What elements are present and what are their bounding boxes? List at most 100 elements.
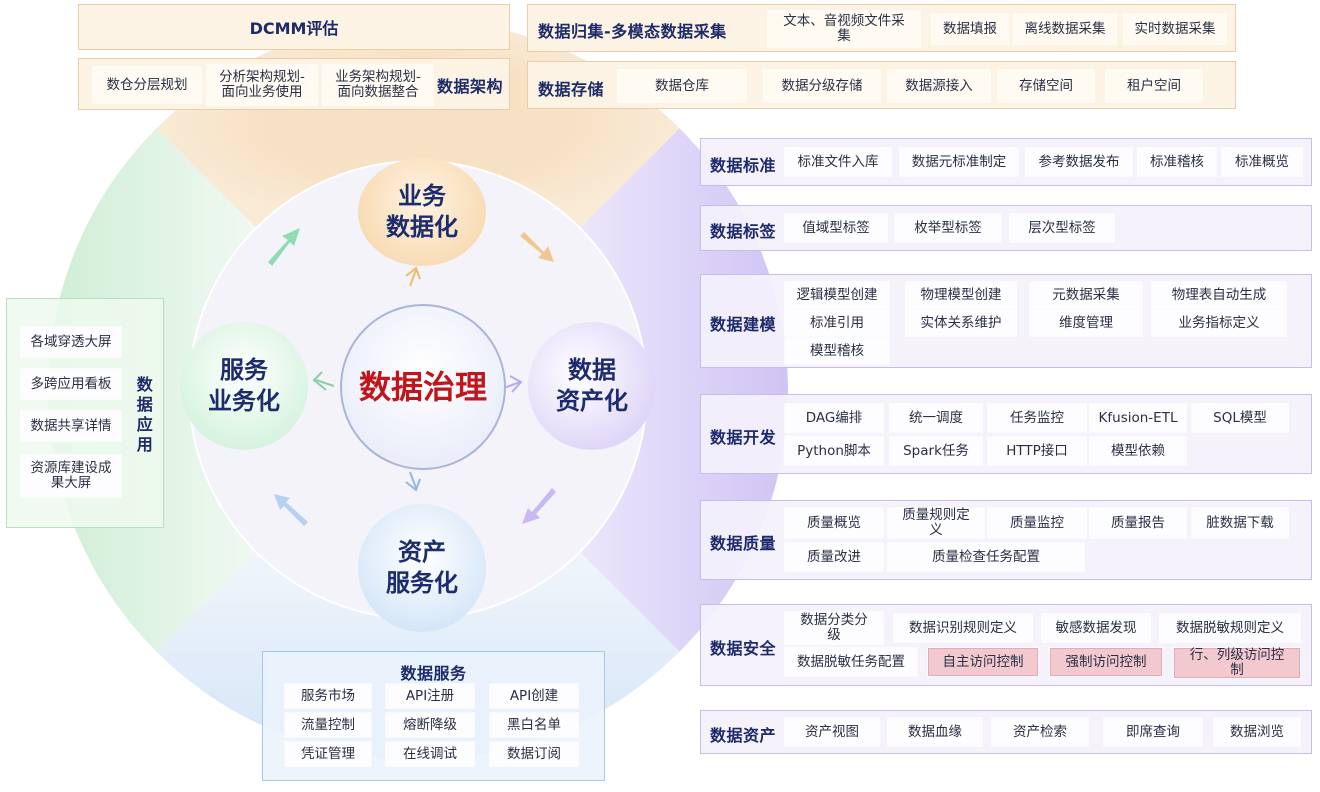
row-item[interactable]: 即席查询 (1104, 718, 1202, 746)
row-item[interactable]: DAG编排 (785, 404, 883, 432)
inner-arrow-left (312, 371, 335, 391)
row-item[interactable]: 强制访问控制 (1050, 648, 1162, 676)
inner-arrow-bottom (405, 471, 421, 492)
storage-item[interactable]: 数据分级存储 (764, 70, 880, 102)
collect-item[interactable]: 数据填报 (932, 14, 1008, 44)
service-item[interactable]: 凭证管理 (285, 742, 371, 766)
row-item[interactable]: 质量报告 (1090, 508, 1186, 538)
service-item[interactable]: 流量控制 (285, 713, 371, 737)
app-item[interactable]: 资源库建设成 果大屏 (21, 455, 121, 497)
row-item[interactable]: 层次型标签 (1010, 214, 1114, 242)
storage-title: 数据存储 (538, 80, 605, 99)
node-left: 服务 业务化 (180, 322, 308, 450)
app-title: 数 据 应 用 (136, 375, 154, 454)
row-item[interactable]: 数据脱敏任务配置 (785, 648, 917, 676)
row-item[interactable]: 任务监控 (988, 404, 1086, 432)
storage-item[interactable]: 数据仓库 (618, 70, 746, 102)
collect-item[interactable]: 实时数据采集 (1124, 14, 1226, 44)
row-title: 数据标准 (710, 156, 777, 175)
inner-arrow-right (503, 375, 523, 393)
dcmm-box: DCMM评估 (78, 4, 510, 50)
row-item[interactable]: 质量检查任务配置 (888, 543, 1084, 571)
arch-box: 数仓分层规划 分析架构规划- 面向业务使用 业务架构规划- 面向数据整合 数据架… (78, 58, 510, 110)
node-right: 数据 资产化 (528, 322, 656, 450)
row-item[interactable]: 数据识别规则定义 (894, 614, 1032, 642)
arrow-bottom-right (522, 488, 556, 524)
service-item[interactable]: 在线调试 (386, 742, 474, 766)
row-item[interactable]: 行、列级访问控 制 (1174, 648, 1300, 678)
arrow-top-left (268, 228, 300, 266)
storage-item[interactable]: 租户空间 (1106, 70, 1202, 102)
row-item[interactable]: 数据分类分 级 (785, 612, 883, 644)
row-title: 数据建模 (710, 315, 777, 334)
row-item[interactable]: HTTP接口 (988, 437, 1086, 465)
service-item[interactable]: 黑白名单 (490, 713, 578, 737)
row-item[interactable]: 逻辑模型创建 (785, 282, 889, 308)
arch-item[interactable]: 数仓分层规划 (93, 67, 201, 103)
row-item[interactable]: 资产检索 (992, 718, 1088, 746)
row-item[interactable]: 标准稽核 (1138, 148, 1216, 176)
dcmm-title: DCMM评估 (249, 19, 339, 38)
row-title: 数据资产 (710, 726, 777, 745)
row-item[interactable]: 质量概览 (785, 508, 883, 538)
row-item[interactable]: 脏数据下载 (1192, 508, 1288, 538)
row-item[interactable]: 质量规则定 义 (888, 508, 984, 538)
row-item[interactable]: 标准引用 (785, 310, 889, 336)
row-item[interactable]: 数据浏览 (1214, 718, 1300, 746)
row-item[interactable]: 元数据采集 (1030, 282, 1142, 308)
service-item[interactable]: API注册 (386, 684, 474, 708)
service-item[interactable]: API创建 (490, 684, 578, 708)
row-item[interactable]: 模型稽核 (785, 338, 889, 364)
app-item[interactable]: 多跨应用看板 (21, 369, 121, 399)
row-item[interactable]: 统一调度 (890, 404, 982, 432)
row-item[interactable]: 参考数据发布 (1026, 148, 1132, 176)
service-item[interactable]: 熔断降级 (386, 713, 474, 737)
row-title: 数据开发 (710, 428, 777, 447)
arch-item[interactable]: 业务架构规划- 面向数据整合 (323, 65, 433, 105)
node-bottom: 资产 服务化 (358, 504, 486, 632)
row-item[interactable]: Spark任务 (890, 437, 982, 465)
node-top: 业务 数据化 (358, 158, 486, 266)
row-item[interactable]: 物理模型创建 (906, 282, 1016, 308)
row-item[interactable]: 业务指标定义 (1152, 310, 1286, 336)
row-item[interactable]: 自主访问控制 (928, 648, 1038, 676)
center-title: 数据治理 (340, 304, 506, 470)
collect-item[interactable]: 离线数据采集 (1014, 14, 1116, 44)
row-item[interactable]: 维度管理 (1030, 310, 1142, 336)
row-item[interactable]: 质量改进 (785, 543, 883, 571)
storage-item[interactable]: 数据源接入 (888, 70, 990, 102)
row-item[interactable]: 数据元标准制定 (900, 148, 1018, 176)
row-item[interactable]: 敏感数据发现 (1042, 614, 1150, 642)
row-title: 数据安全 (710, 639, 777, 658)
row-title: 数据质量 (710, 534, 777, 553)
row-item[interactable]: 模型依赖 (1090, 437, 1186, 465)
row-item[interactable]: Python脚本 (785, 437, 883, 465)
row-item[interactable]: 值域型标签 (785, 214, 887, 242)
row-item[interactable]: 数据血缘 (888, 718, 982, 746)
row-item[interactable]: 物理表自动生成 (1152, 282, 1286, 308)
app-box: 各域穿透大屏 多跨应用看板 数据共享详情 资源库建设成 果大屏 数 据 应 用 (6, 298, 164, 528)
row-item[interactable]: 枚举型标签 (895, 214, 1001, 242)
row-item[interactable]: 标准文件入库 (785, 148, 891, 176)
row-item[interactable]: 资产视图 (785, 718, 879, 746)
storage-item[interactable]: 存储空间 (998, 70, 1094, 102)
row-title: 数据标签 (710, 222, 777, 241)
arrow-top-right (520, 232, 554, 262)
row-item[interactable]: 实体关系维护 (906, 310, 1016, 336)
arch-item[interactable]: 分析架构规划- 面向业务使用 (207, 65, 317, 105)
service-item[interactable]: 数据订阅 (490, 742, 578, 766)
app-item[interactable]: 数据共享详情 (21, 411, 121, 441)
row-item[interactable]: SQL模型 (1192, 404, 1288, 432)
row-item[interactable]: 数据脱敏规则定义 (1160, 614, 1300, 642)
row-item[interactable]: 质量监控 (988, 508, 1086, 538)
app-item[interactable]: 各域穿透大屏 (21, 327, 121, 357)
arch-title: 数据架构 (437, 77, 504, 96)
inner-arrow-top (405, 266, 421, 287)
collect-item[interactable]: 文本、音视频文件采 集 (768, 11, 920, 47)
row-item[interactable]: Kfusion-ETL (1090, 404, 1186, 432)
collect-title: 数据归集-多模态数据采集 (538, 22, 727, 41)
storage-box: 数据存储 数据仓库 数据分级存储 数据源接入 存储空间 租户空间 (527, 61, 1236, 109)
row-item[interactable]: 标准概览 (1222, 148, 1302, 176)
service-item[interactable]: 服务市场 (285, 684, 371, 708)
arrow-bottom-left (274, 494, 308, 526)
